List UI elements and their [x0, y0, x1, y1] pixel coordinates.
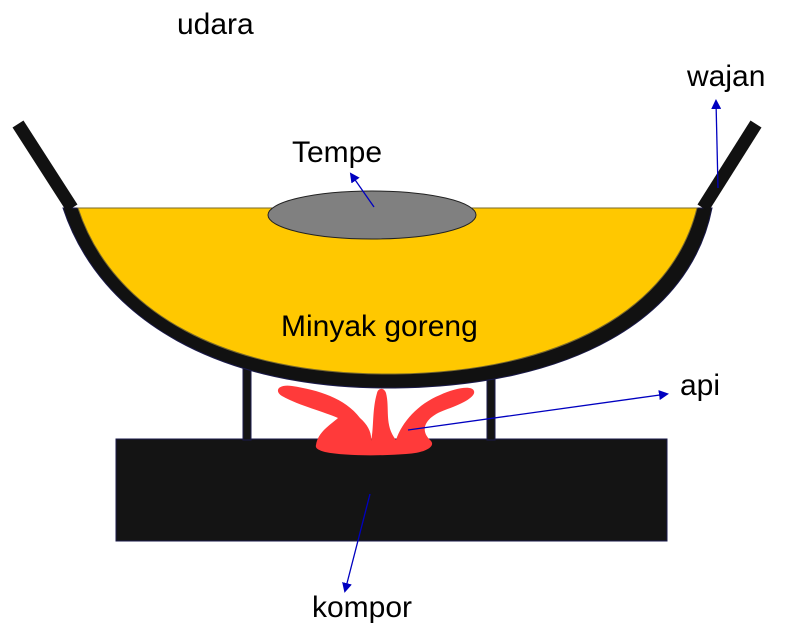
- tempe-food: [267, 190, 477, 240]
- arrow-kompor: [342, 493, 371, 593]
- frying-oil: [77, 207, 698, 375]
- pan-handle-left: [12, 120, 78, 212]
- stove-body: [115, 438, 668, 542]
- arrow-tempe: [349, 172, 375, 208]
- pan-handle-right: [697, 120, 762, 212]
- pan-support-left: [242, 367, 252, 441]
- label-udara: udara: [177, 8, 254, 41]
- fire-flame: [277, 385, 475, 456]
- label-wajan: wajan: [686, 60, 765, 93]
- arrow-api: [407, 390, 669, 431]
- arrow-wajan: [711, 99, 722, 189]
- label-tempe: Tempe: [292, 136, 382, 169]
- label-minyak-goreng: Minyak goreng: [281, 310, 478, 343]
- label-kompor: kompor: [312, 591, 412, 624]
- label-api: api: [680, 369, 720, 402]
